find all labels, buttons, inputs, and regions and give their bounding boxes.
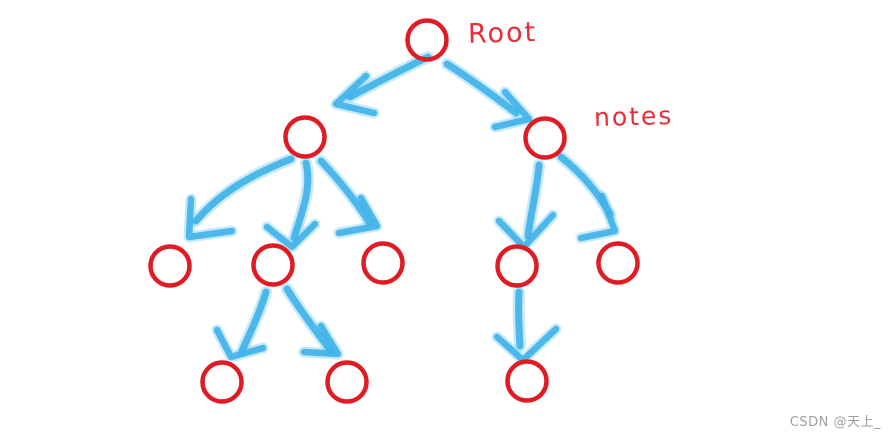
tree-edge-left-middle-to-left-middle-left: [211, 286, 272, 363]
tree-node-right-child: [523, 116, 567, 160]
tree-node-left-middle-left: [200, 360, 244, 404]
tree-edge-root-to-right-child: [441, 58, 535, 133]
tree-edge-left-child-to-left-middle: [261, 157, 321, 253]
tree-node-left-middle-right: [325, 360, 369, 404]
tree-edge-left-child-to-left-right: [315, 155, 383, 239]
tree-node-left-right: [361, 241, 405, 285]
tree-edge-right-child-to-right-left: [493, 159, 559, 253]
tree-node-right-left-child: [505, 359, 549, 403]
tree-node-right-right: [596, 241, 640, 285]
tree-node-left-middle: [251, 243, 295, 287]
tree-node-left-left: [148, 244, 192, 288]
tree-node-left-child: [283, 115, 327, 159]
watermark: CSDN @天上_: [789, 415, 881, 430]
notes-label: notes: [593, 100, 674, 133]
tree-edge-left-child-to-left-left: [183, 153, 297, 243]
root-label: Root: [467, 17, 538, 50]
tree-node-root: [405, 18, 449, 62]
tree-edge-right-left-to-right-left-child: [491, 286, 562, 366]
tree-edge-right-child-to-right-right: [555, 151, 621, 244]
tree-edge-root-to-left-child: [330, 51, 434, 119]
tree-node-right-left: [495, 244, 539, 288]
tree-edge-left-middle-to-left-middle-right: [281, 283, 344, 360]
